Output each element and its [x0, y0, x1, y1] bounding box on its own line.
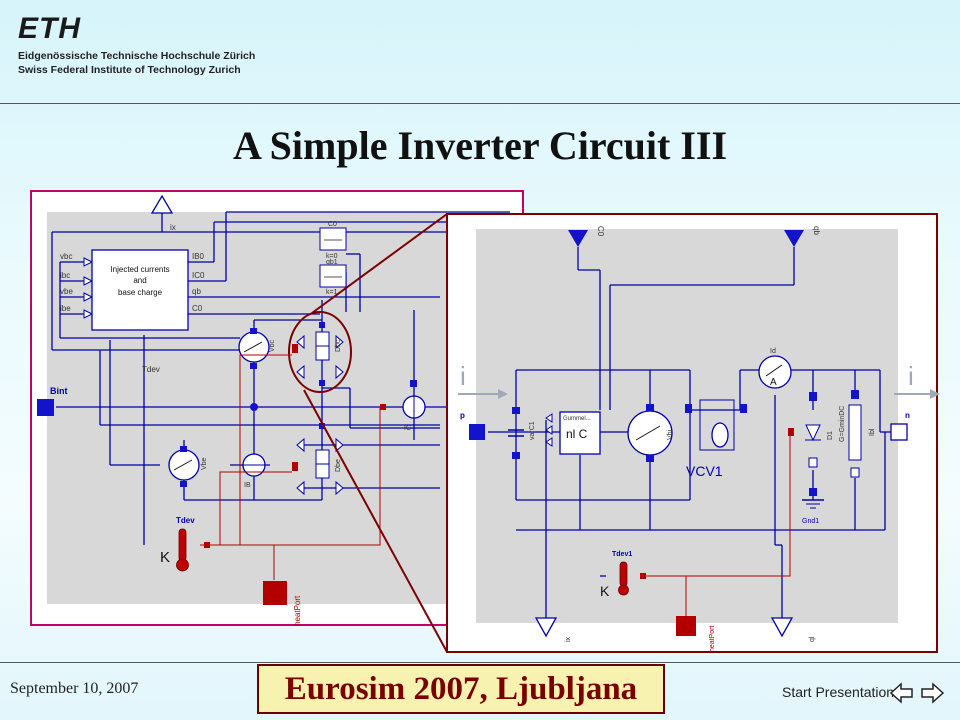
label-nlc: nl C [566, 427, 588, 441]
label-i-right: i [908, 361, 914, 391]
start-presentation-link[interactable]: Start Presentation [782, 684, 895, 700]
label-n: n [905, 411, 910, 420]
label-vbe-meter: Vbe [201, 457, 208, 470]
label-k-left: K [160, 549, 170, 566]
label-d1: D1 [827, 431, 834, 440]
label-dbe: Dbe [335, 459, 342, 472]
footer-date: September 10, 2007 [10, 680, 139, 697]
circuit-diagram: ix vbc ibc vbe ibe IB0 IC0 qb C0 Injecte… [30, 190, 940, 653]
label-gmindc: G=GminDC [839, 406, 846, 442]
bint-port [37, 399, 54, 416]
label-ic0: IC0 [192, 271, 205, 280]
label-tdev-bottom: Tdev [176, 516, 195, 525]
slide-title: A Simple Inverter Circuit III [232, 123, 728, 168]
label-qb: qb [192, 287, 201, 296]
right-thermometer-icon [618, 561, 646, 596]
left-thermometer-icon [176, 528, 210, 572]
vbi-voltmeter [627, 410, 673, 456]
label-c0-box: C0 [328, 221, 337, 228]
label-vcv1: VCV1 [686, 463, 723, 479]
vcv1-source: VCV1 [685, 399, 747, 479]
label-heatport-left: heatPort [293, 595, 302, 626]
label-ix-left: ix [170, 223, 176, 232]
id-ammeter [758, 355, 792, 389]
label-id: Id [770, 348, 776, 355]
institution-english: Swiss Federal Institute of Technology Zu… [18, 64, 241, 76]
block-label-line2: and [133, 276, 146, 285]
dbe-diode-group: Dbe [292, 423, 344, 496]
label-k0: k=0 [326, 253, 338, 260]
right-circuit-panel: C0 qb i i p n varC1 Gummel... nl C [446, 213, 940, 653]
label-ib0: IB0 [192, 252, 205, 261]
gnd1-ground-icon: Gnd1 [802, 488, 824, 525]
left-wires [51, 211, 510, 545]
label-qb-right: qb [812, 226, 821, 235]
header-rule [0, 103, 960, 104]
label-gummel: Gummel... [563, 416, 591, 422]
d1-diode: D1 [788, 392, 834, 468]
back-arrow-icon[interactable] [889, 682, 913, 704]
label-tdev1: Tdev1 [612, 551, 632, 558]
label-dbc: Dbc [335, 339, 342, 352]
varc1-capacitor: varC1 [508, 407, 536, 459]
label-gnd1: Gnd1 [802, 518, 819, 525]
label-k1: k=1 [326, 289, 338, 296]
label-ibe: ibe [60, 304, 71, 313]
label-c0-right: C0 [596, 226, 605, 237]
gmin-resistor: G=GminDC Ibl [839, 390, 876, 478]
institution-german: Eidgenössische Technische Hochschule Zür… [18, 50, 256, 62]
label-c0-out: C0 [192, 304, 203, 313]
label-vbe: vbe [60, 287, 73, 296]
label-bint: Bint [50, 386, 68, 396]
right-wires [488, 247, 893, 620]
label-k-right: K [600, 583, 610, 599]
block-label-line3: base charge [118, 288, 163, 297]
heatport-right [676, 616, 696, 636]
injected-currents-block [91, 249, 189, 331]
label-qb1: qb1 [326, 259, 338, 266]
footer-rule [0, 662, 960, 663]
label-ic: IC [404, 425, 411, 432]
port-ql [770, 617, 794, 638]
logo-text: ETH [18, 12, 81, 45]
label-vbi: Vbi [667, 429, 674, 440]
zoom-line-top [311, 213, 448, 314]
label-ib: IB [244, 482, 251, 489]
conference-box: Eurosim 2007, Ljubljana [257, 664, 665, 714]
port-n [890, 423, 908, 441]
dbc-diode-group: Dbc [292, 322, 344, 386]
label-ql: ql [809, 636, 816, 642]
zoom-highlight-ellipse [288, 311, 352, 393]
label-p: p [460, 411, 465, 420]
zoom-line-bottom [303, 389, 448, 653]
navigation-arrows[interactable] [888, 680, 946, 706]
port-p [469, 424, 485, 440]
port-ix-right [534, 617, 558, 638]
label-vbc-meter: Vbc [269, 339, 276, 352]
gummel-block [559, 411, 601, 455]
block-label-line1: Injected currents [110, 265, 169, 274]
label-i-left: i [460, 361, 466, 391]
label-vbc: vbc [60, 252, 72, 261]
heatport-left [263, 581, 287, 605]
label-ibl: Ibl [869, 428, 876, 436]
conference-title: Eurosim 2007, Ljubljana [284, 670, 638, 707]
label-heatport-right: heatPort [709, 625, 716, 652]
left-circuit-panel: ix vbc ibc vbe ibe IB0 IC0 qb C0 Injecte… [30, 190, 524, 626]
forward-arrow-icon[interactable] [921, 682, 945, 704]
label-varc1: varC1 [529, 421, 536, 440]
label-tdev-top: Tdev [142, 365, 160, 374]
label-ibc: ibc [60, 271, 70, 280]
label-ammeter-a: A [770, 377, 777, 388]
label-ix-right: ix [565, 636, 572, 642]
